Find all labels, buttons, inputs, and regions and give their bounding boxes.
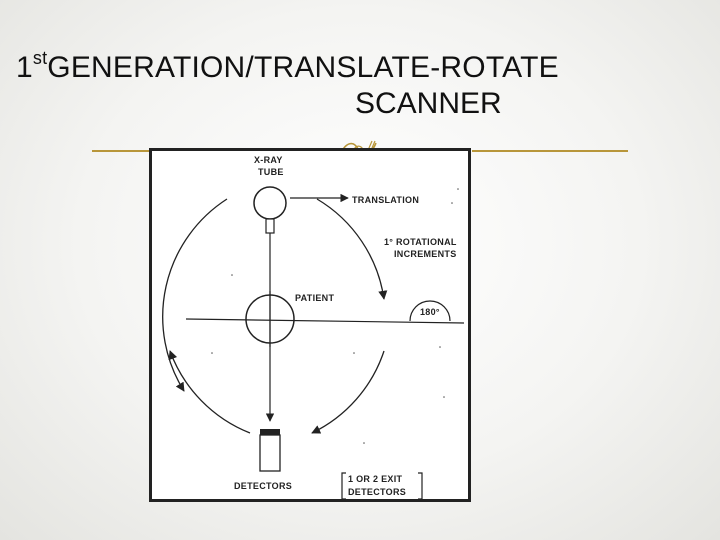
rotational-label-1: 1° ROTATIONAL: [384, 237, 457, 247]
exit-detectors-label-2: DETECTORS: [348, 487, 406, 497]
patient-label: PATIENT: [295, 293, 334, 303]
exit-detectors-bracket: [341, 472, 423, 499]
rotation-arc-upper-left: [162, 198, 228, 392]
xray-tube-label-1: X-RAY: [254, 155, 283, 165]
horizontal-axis: [185, 318, 465, 324]
scanner-diagram: X-RAY TUBE TRANSLATION 1° ROTATIONAL INC…: [149, 148, 471, 502]
title-superscript: st: [32, 48, 48, 68]
scan-axes: [185, 221, 465, 422]
patient-circle: [245, 294, 295, 344]
exit-detectors-label-1: 1 OR 2 EXIT: [348, 474, 403, 484]
rotation-arcs: [162, 198, 388, 434]
rotation-arc-lower-right: [311, 350, 385, 434]
detectors-label: DETECTORS: [234, 481, 292, 491]
title-number: 1: [16, 51, 33, 84]
xray-tube: [253, 186, 287, 234]
angle-arc: [409, 300, 451, 322]
scanner-diagram-svg: X-RAY TUBE TRANSLATION 1° ROTATIONAL INC…: [162, 155, 465, 499]
rotation-arc-lower-left: [168, 350, 251, 434]
angle-label: 180°: [420, 307, 440, 317]
decorative-rule-left: [92, 150, 152, 152]
title-text: GENERATION/TRANSLATE-ROTATE: [47, 51, 559, 84]
slide-title-line1: 1stGENERATION/TRANSLATE-ROTATE: [16, 48, 559, 85]
translation-label: TRANSLATION: [352, 195, 419, 205]
rotational-label-2: INCREMENTS: [394, 249, 457, 259]
xray-tube-label-2: TUBE: [258, 167, 284, 177]
speckle-dots: [211, 188, 459, 444]
rotation-arc-upper-right: [316, 198, 388, 300]
decorative-rule-right: [472, 150, 628, 152]
detector-block: [259, 429, 281, 472]
slide-title-line2: SCANNER: [355, 87, 502, 120]
